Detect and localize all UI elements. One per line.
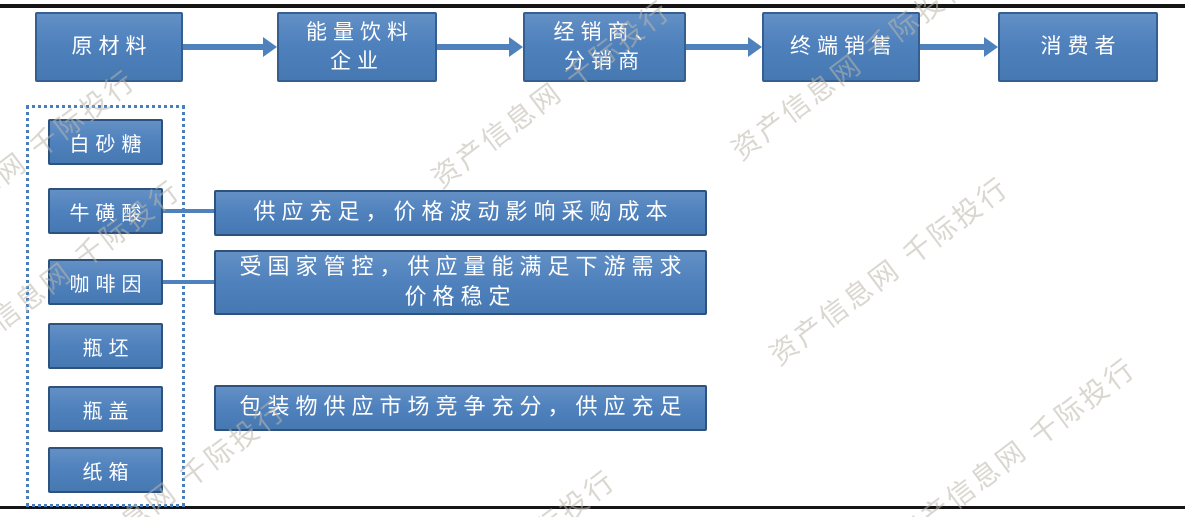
arrow-right-icon [437,44,509,50]
material-taurine: 牛磺酸 [48,188,163,234]
material-caffeine: 咖啡因 [48,259,163,305]
material-bottle-preform: 瓶坯 [48,323,163,369]
material-bottle-cap: 瓶盖 [48,386,163,432]
bottom-divider [0,506,1185,509]
top-divider [0,4,1185,8]
arrow-right-icon [686,44,748,50]
raw-materials-group-border [26,105,185,507]
watermark: 资产信息网 千际投行 [763,170,1016,372]
flow-node-energy-drink-company: 能量饮料 企业 [277,12,437,82]
arrow-right-icon [920,44,984,50]
flow-node-raw-materials: 原材料 [35,12,183,82]
note-packaging-supply: 包装物供应市场竞争充分，供应充足 [214,385,707,431]
material-white-sugar: 白砂糖 [48,119,163,165]
flow-node-terminal-sales: 终端销售 [762,12,920,82]
connector-line-caffeine [161,280,214,284]
note-supply-sufficient: 供应充足，价格波动影响采购成本 [214,190,707,236]
material-carton: 纸箱 [48,447,163,493]
watermark: 资产信息网 千际投行 [890,351,1143,517]
note-state-controlled: 受国家管控，供应量能满足下游需求 价格稳定 [214,250,707,315]
flow-node-dealers-distributors: 经销商、 分销商 [523,12,686,82]
flow-node-consumers: 消费者 [998,12,1158,82]
arrow-right-icon [183,44,263,50]
connector-line-taurine [161,209,214,213]
